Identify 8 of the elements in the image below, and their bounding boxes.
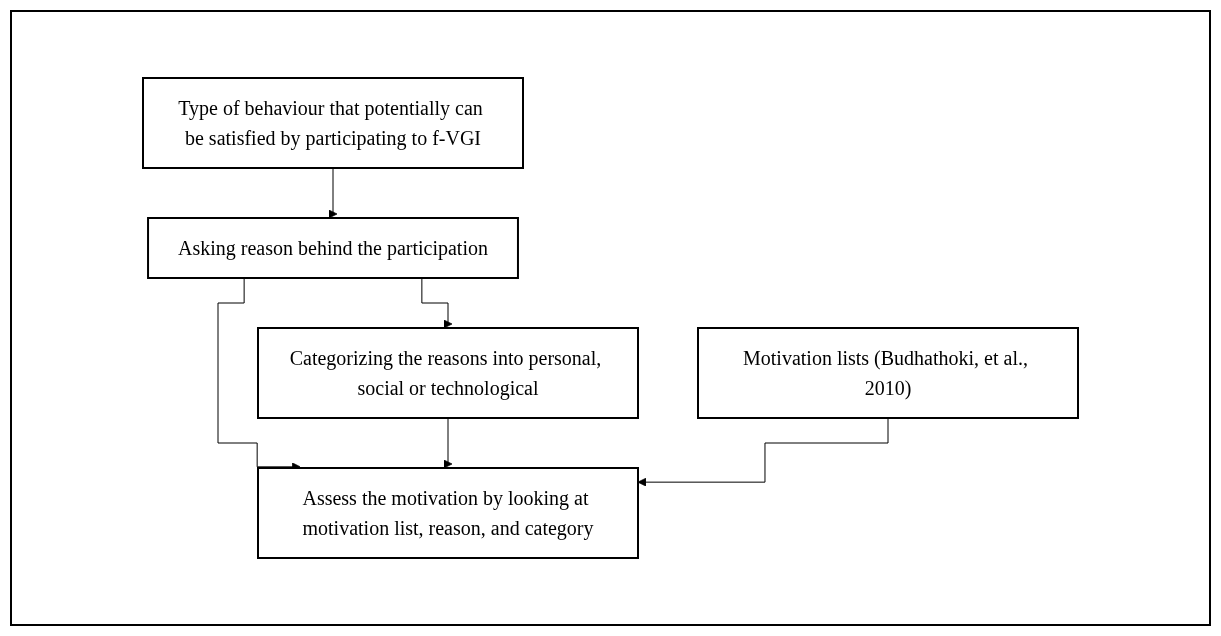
node-box bbox=[257, 467, 639, 559]
node-box bbox=[142, 77, 524, 169]
node-box bbox=[257, 327, 639, 419]
diagram-frame: Type of behaviour that potentially can be satisfied by participating to f-VGI Motivation lists (Budhathoki, et al., 2010) Asking reason behind the participation Categorizing the reasons into personal, social or technological Assess the motivation by looking at motivation list, reason, and category bbox=[10, 10, 1211, 626]
arrow bbox=[443, 417, 453, 469]
node-box bbox=[147, 217, 519, 279]
node-box bbox=[697, 327, 1079, 419]
arrow bbox=[328, 167, 338, 219]
